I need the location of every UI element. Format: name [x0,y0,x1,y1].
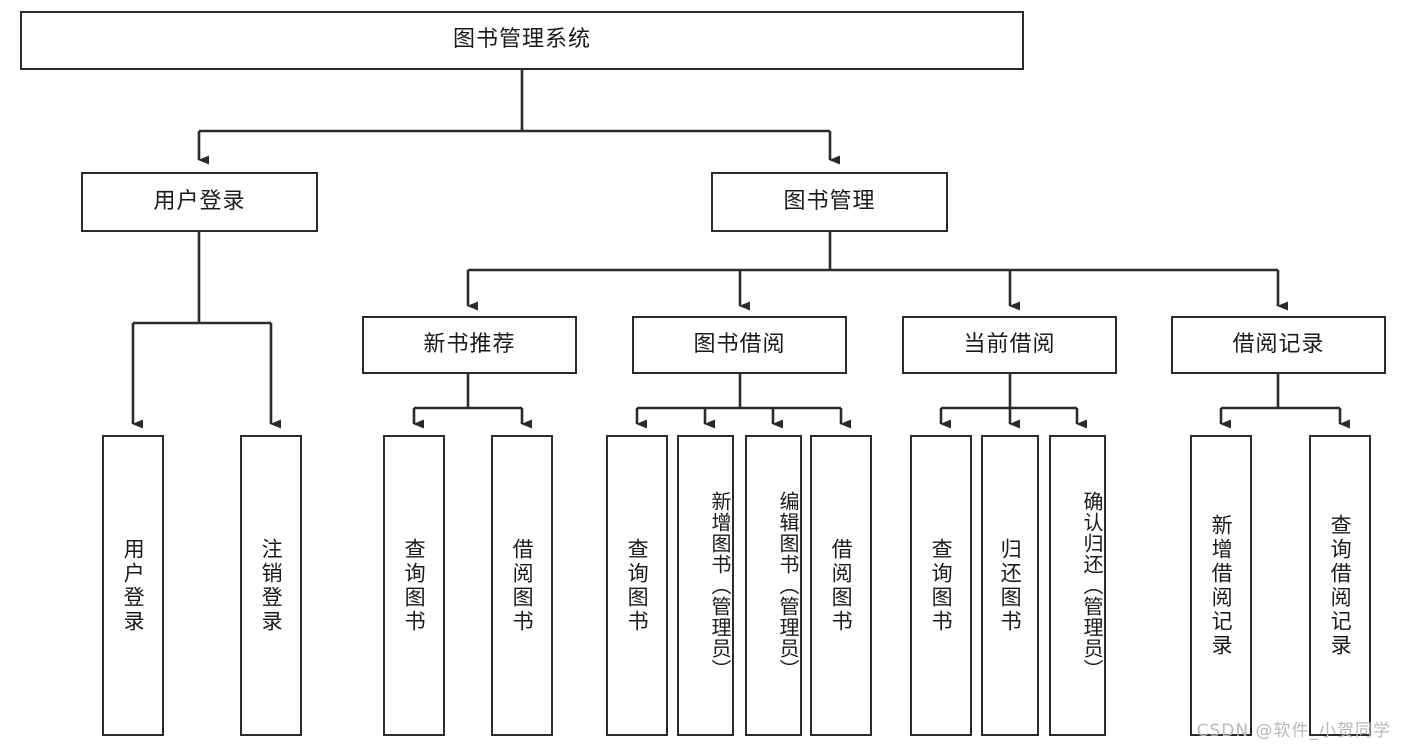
leaf-borrow-book-new[interactable]: 借阅图书 [491,435,553,736]
leaf-borrow-book[interactable]: 借阅图书 [810,435,872,736]
leaf-user-login[interactable]: 用户登录 [102,435,164,736]
node-current-borrow[interactable]: 当前借阅 [902,316,1117,374]
leaf-logout[interactable]: 注销登录 [240,435,302,736]
node-book-management[interactable]: 图书管理 [711,172,948,232]
leaf-add-book-admin[interactable]: 新增图书（管理员） [677,435,734,736]
leaf-add-borrow-record[interactable]: 新增借阅记录 [1190,435,1252,736]
leaf-query-book-current[interactable]: 查询图书 [910,435,972,736]
leaf-query-borrow-record[interactable]: 查询借阅记录 [1309,435,1371,736]
node-borrow-record[interactable]: 借阅记录 [1171,316,1386,374]
leaf-query-book-new[interactable]: 查询图书 [383,435,445,736]
node-root-system[interactable]: 图书管理系统 [20,11,1024,70]
node-user-login[interactable]: 用户登录 [81,172,318,232]
node-new-book-recommend[interactable]: 新书推荐 [362,316,577,374]
node-book-borrow[interactable]: 图书借阅 [632,316,847,374]
leaf-confirm-return-admin[interactable]: 确认归还（管理员） [1049,435,1106,736]
leaf-query-book-borrow[interactable]: 查询图书 [606,435,668,736]
leaf-return-book[interactable]: 归还图书 [981,435,1039,736]
watermark-text: CSDN @软件_小贺同学 [1196,721,1391,741]
leaf-edit-book-admin[interactable]: 编辑图书（管理员） [745,435,802,736]
